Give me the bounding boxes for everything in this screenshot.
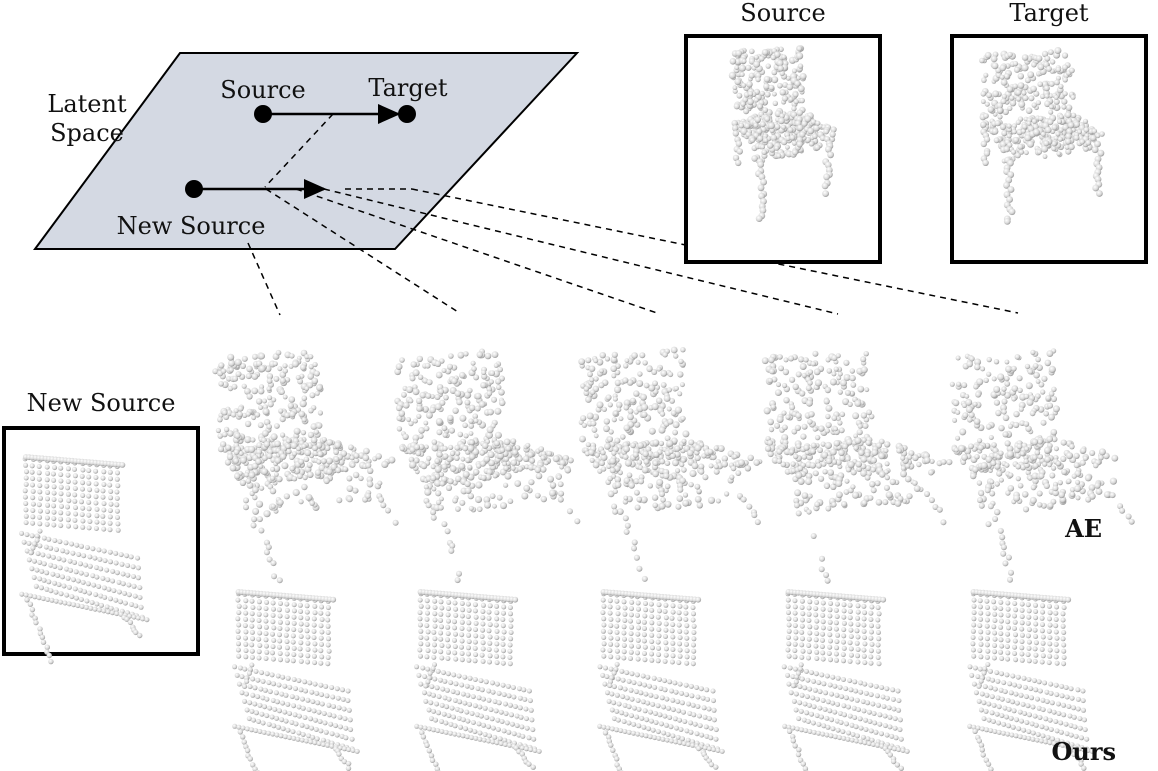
- new-source-point-label: New Source: [117, 212, 266, 240]
- ae-row-label: AE: [1064, 514, 1102, 543]
- source-chair: [728, 45, 837, 223]
- target-panel-title: Target: [1009, 0, 1088, 27]
- target-chair: [979, 47, 1105, 225]
- ours-chair-4: [781, 589, 910, 771]
- source-point: [254, 105, 272, 123]
- fan-line-1: [247, 242, 281, 316]
- source-panel-title: Source: [740, 0, 825, 27]
- ae-chair-2: [394, 348, 581, 584]
- ours-row-label: Ours: [1051, 737, 1116, 766]
- source-point-label: Source: [220, 76, 305, 104]
- source-panel: Source: [684, 0, 882, 264]
- latent-plane: [33, 52, 580, 250]
- fan-line-3: [295, 188, 658, 314]
- latent-space-diagram: Latent Space Source Target New Source: [33, 52, 580, 250]
- target-panel: Target: [950, 0, 1148, 264]
- ae-chair-4: [761, 350, 953, 584]
- ae-chair-1: [212, 349, 399, 584]
- fan-line-4: [323, 188, 839, 315]
- new-source-panel: New Source: [2, 389, 200, 665]
- latent-label-line1: Latent: [47, 90, 127, 118]
- ours-chair-3: [597, 589, 725, 771]
- ae-chair-5: [949, 348, 1135, 583]
- target-point-label: Target: [368, 74, 447, 102]
- source-panel-frame: [684, 34, 882, 264]
- ours-chair-1: [232, 589, 360, 771]
- ours-chair-2: [414, 589, 542, 771]
- new-source-point: [185, 180, 203, 198]
- new-source-chair: [19, 454, 150, 665]
- new-source-panel-title: New Source: [27, 389, 176, 417]
- target-point: [398, 105, 416, 123]
- parallel-guide-dashed: [264, 113, 334, 188]
- ours-chair-5: [967, 589, 1095, 771]
- ae-row: [212, 346, 1135, 584]
- fan-line-2: [265, 188, 459, 313]
- latent-label-line2: Space: [50, 119, 124, 147]
- ours-row: [232, 589, 1095, 771]
- ae-chair-3: [578, 346, 763, 582]
